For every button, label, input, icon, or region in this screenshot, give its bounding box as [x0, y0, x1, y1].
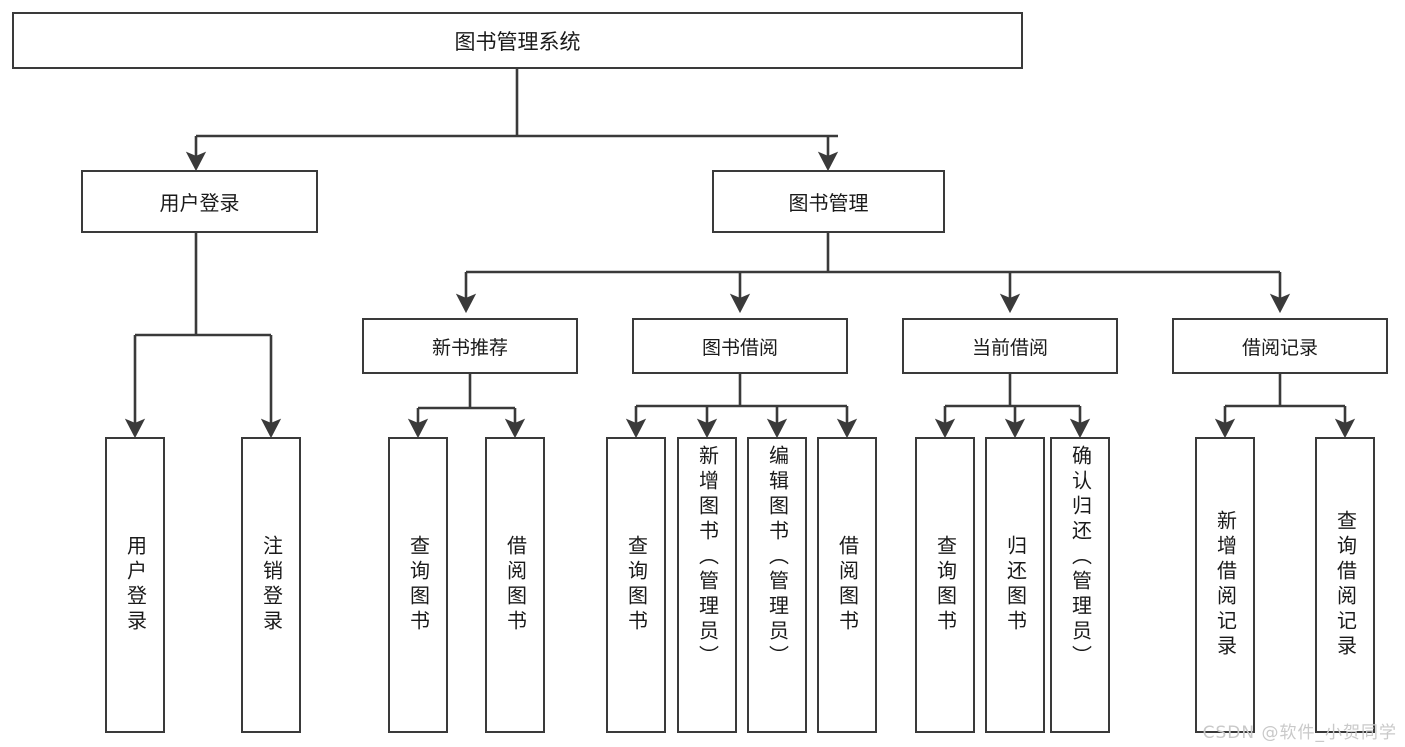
node-current-borrow[interactable]: 当前借阅 — [902, 318, 1118, 374]
node-borrow-record-label: 借阅记录 — [1241, 336, 1318, 359]
watermark-text: CSDN @软件_小贺同学 — [1202, 723, 1397, 743]
node-user-login-label: 用户登录 — [159, 191, 240, 215]
leaf-label: 查询图书 — [933, 535, 958, 635]
leaf-label: 查询图书 — [624, 535, 649, 635]
node-book-management-label: 图书管理 — [788, 191, 869, 215]
leaf-recommend-borrow-book[interactable]: 借阅图书 — [485, 437, 545, 733]
leaf-label: 新增图书（管理员） — [695, 445, 720, 670]
leaf-borrow-edit-book[interactable]: 编辑图书（管理员） — [747, 437, 807, 733]
leaf-label: 借阅图书 — [835, 535, 860, 635]
leaf-record-add-record[interactable]: 新增借阅记录 — [1195, 437, 1255, 733]
leaf-borrow-borrow-book[interactable]: 借阅图书 — [817, 437, 877, 733]
node-user-login[interactable]: 用户登录 — [81, 170, 318, 233]
leaf-borrow-query-book[interactable]: 查询图书 — [606, 437, 666, 733]
node-current-borrow-label: 当前借阅 — [971, 336, 1048, 359]
node-book-borrow-label: 图书借阅 — [701, 336, 778, 359]
node-new-book-recommend-label: 新书推荐 — [431, 336, 508, 359]
leaf-label: 确认归还（管理员） — [1068, 445, 1093, 670]
leaf-recommend-query-book[interactable]: 查询图书 — [388, 437, 448, 733]
leaf-label: 注销登录 — [259, 535, 284, 635]
leaf-user-login-signin[interactable]: 用户登录 — [105, 437, 165, 733]
node-root[interactable]: 图书管理系统 — [12, 12, 1023, 69]
leaf-label: 新增借阅记录 — [1213, 510, 1238, 660]
leaf-record-query-record[interactable]: 查询借阅记录 — [1315, 437, 1375, 733]
leaf-label: 借阅图书 — [503, 535, 528, 635]
leaf-current-query-book[interactable]: 查询图书 — [915, 437, 975, 733]
leaf-label: 归还图书 — [1003, 535, 1028, 635]
leaf-user-login-signout[interactable]: 注销登录 — [241, 437, 301, 733]
leaf-borrow-add-book[interactable]: 新增图书（管理员） — [677, 437, 737, 733]
leaf-label: 用户登录 — [123, 535, 148, 635]
leaf-label: 查询图书 — [406, 535, 431, 635]
node-book-borrow[interactable]: 图书借阅 — [632, 318, 848, 374]
node-root-label: 图书管理系统 — [454, 29, 581, 54]
leaf-label: 查询借阅记录 — [1333, 510, 1358, 660]
node-book-management[interactable]: 图书管理 — [712, 170, 945, 233]
node-borrow-record[interactable]: 借阅记录 — [1172, 318, 1388, 374]
leaf-current-confirm-return[interactable]: 确认归还（管理员） — [1050, 437, 1110, 733]
leaf-current-return-book[interactable]: 归还图书 — [985, 437, 1045, 733]
node-new-book-recommend[interactable]: 新书推荐 — [362, 318, 578, 374]
leaf-label: 编辑图书（管理员） — [765, 445, 790, 670]
